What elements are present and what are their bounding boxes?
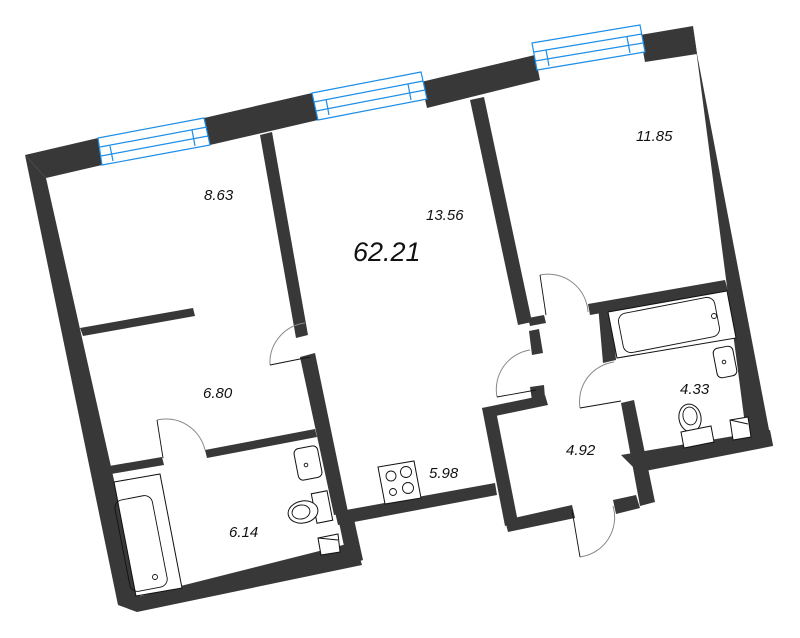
- door-living-room: [269, 322, 311, 366]
- sink-right-icon: [712, 345, 738, 379]
- toilet-right-icon: [678, 403, 715, 449]
- room-area-bedroom-left: 8.63: [204, 187, 234, 204]
- room-area-bedroom-right: 11.85: [636, 128, 673, 145]
- window-right: [531, 24, 646, 71]
- room-area-bathroom-right: 4.33: [680, 381, 710, 398]
- wall-inner-stub: [300, 353, 348, 515]
- wall-bottom-left: [118, 542, 362, 612]
- wall-stub-right-3: [529, 329, 543, 355]
- bathtub-left-icon: [113, 473, 183, 597]
- wall-corridor-bottom: [505, 505, 575, 532]
- room-area-hall: 6.80: [203, 385, 233, 402]
- wall-left: [25, 155, 141, 605]
- stove-icon: [377, 460, 422, 505]
- wall-partition-left: [80, 308, 195, 336]
- wall-bathroom-right-bottom: [636, 433, 773, 472]
- door-entrance: [571, 505, 616, 558]
- wall-corridor-top: [482, 395, 548, 418]
- wall-inner-1: [260, 132, 308, 338]
- wall-right: [693, 26, 770, 440]
- door-corridor-left: [495, 349, 537, 398]
- wall-stub-right-1: [528, 315, 546, 326]
- wall-hall-bath-2: [205, 429, 317, 458]
- bathtub-right-icon: [607, 290, 737, 359]
- door-bedroom-right: [539, 273, 589, 316]
- door-bath-left: [156, 418, 206, 459]
- wall-hall-bath-1: [109, 457, 164, 474]
- toilet-left-icon: [287, 490, 334, 524]
- room-area-kitchen: 5.98: [429, 465, 459, 482]
- wall-top-left: [25, 138, 102, 178]
- wall-stub-right-4: [530, 385, 545, 400]
- wall-inner-2: [470, 97, 532, 325]
- wall-corridor-left: [482, 406, 518, 526]
- total-area: 62.21: [353, 237, 421, 267]
- sink-left-icon: [293, 445, 323, 481]
- wall-top-right: [640, 26, 697, 62]
- room-area-living-room: 13.56: [426, 207, 464, 224]
- room-area-corridor: 4.92: [566, 442, 596, 459]
- wall-top-mid-2: [421, 55, 540, 108]
- window-middle: [311, 71, 428, 121]
- wall-top-mid-1: [204, 93, 318, 145]
- wall-bedroom-right-bottom: [588, 280, 728, 315]
- drain-left-icon: [317, 533, 341, 556]
- drain-right-icon: [729, 416, 752, 441]
- wall-corridor-bottom-right: [613, 495, 640, 514]
- wall-kitchen-bottom: [335, 483, 497, 525]
- door-bath-right: [579, 361, 622, 409]
- room-area-bathroom-left: 6.14: [229, 524, 259, 541]
- window-left: [97, 117, 211, 166]
